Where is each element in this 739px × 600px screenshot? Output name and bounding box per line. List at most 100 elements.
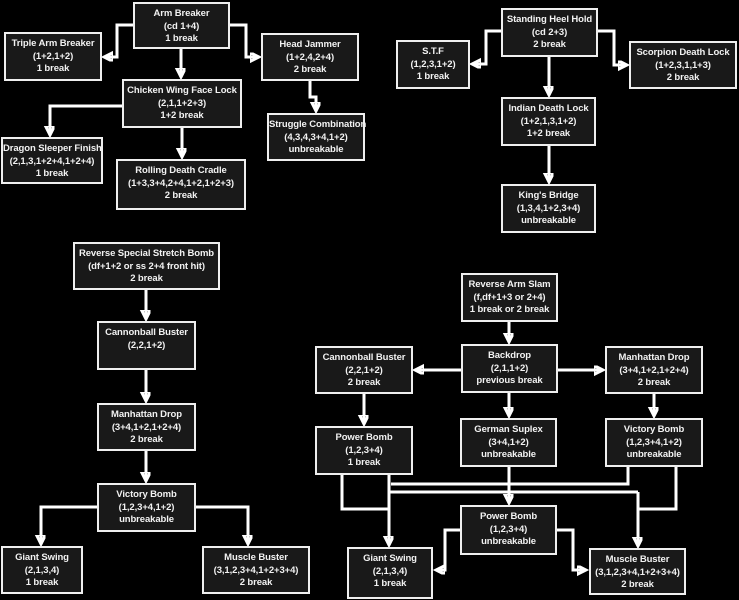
node-cannonball-buster-b: Cannonball Buster(2,2,1+2)2 break [315,346,413,394]
node-muscle-buster-a-command: (3,1,2,3+4,1+2+3+4) [213,564,299,576]
node-standing-heel-hold-move-name: Standing Heel Hold [506,14,593,25]
node-kings-bridge-move-name: King's Bridge [518,190,579,201]
node-triple-arm-breaker-break-text: 1 break [36,63,70,74]
node-power-bomb-1-move-name: Power Bomb [335,432,393,443]
node-cannonball-buster-a-command: (2,2,1+2) [127,339,166,351]
connector-head-jammer-to-struggle-combination [308,81,316,110]
connector-power-bomb-2-to-muscle-buster-b [557,528,585,570]
node-giant-swing-a-move-name: Giant Swing [15,552,69,563]
node-victory-bomb-b-move-name: Victory Bomb [623,424,685,435]
node-muscle-buster-a-break-text: 2 break [239,577,273,588]
node-giant-swing-b-command: (2,1,3,4) [372,565,408,577]
node-indian-death-lock-command: (1+2,1,3,1+2) [520,115,577,127]
node-power-bomb-1-break-text: 1 break [347,457,381,468]
node-german-suplex-move-name: German Suplex [474,424,543,435]
node-reverse-special-stretch-bomb: Reverse Special Stretch Bomb(df+1+2 or s… [73,242,220,290]
connector-arm-breaker-to-triple-arm-breaker [105,23,133,57]
node-manhattan-drop-a-move-name: Manhattan Drop [111,409,182,420]
node-muscle-buster-b-break-text: 2 break [621,579,654,590]
node-rolling-death-cradle-command: (1+3,3+4,2+4,1+2,1+2+3) [128,177,234,189]
node-dragon-sleeper-finish-command: (2,1,3,1+2+4,1+2+4) [9,155,95,167]
node-manhattan-drop-b-break-text: 2 break [637,377,671,388]
node-muscle-buster-b-command: (3,1,2,3+4,1+2+3+4) [595,566,680,578]
node-german-suplex: German Suplex(3+4,1+2)unbreakable [460,418,557,467]
node-dragon-sleeper-finish-break-text: 1 break [35,168,69,179]
node-giant-swing-b-move-name: Giant Swing [363,553,417,564]
node-cannonball-buster-b-break-text: 2 break [347,377,381,388]
node-manhattan-drop-a-command: (3+4,1+2,1+2+4) [111,421,182,433]
node-struggle-combination-break-text: unbreakable [288,144,344,155]
node-cannonball-buster-b-command: (2,2,1+2) [345,364,383,376]
node-triple-arm-breaker-move-name: Triple Arm Breaker [11,38,95,49]
node-arm-breaker-move-name: Arm Breaker [153,8,210,19]
node-victory-bomb-b-break-text: unbreakable [626,449,682,460]
node-manhattan-drop-b-move-name: Manhattan Drop [618,352,690,363]
node-stf-move-name: S.T.F [422,46,444,57]
node-power-bomb-2-break-text: unbreakable [481,536,536,547]
node-indian-death-lock: Indian Death Lock(1+2,1,3,1+2)1+2 break [501,97,596,146]
node-reverse-special-stretch-bomb-command: (df+1+2 or ss 2+4 front hit) [88,260,205,272]
node-head-jammer: Head Jammer(1+2,4,2+4)2 break [261,33,359,81]
node-muscle-buster-a: Muscle Buster(3,1,2,3+4,1+2+3+4)2 break [202,546,310,594]
node-victory-bomb-b: Victory Bomb(1,2,3+4,1+2)unbreakable [605,418,703,467]
connector-standing-heel-hold-to-stf [473,29,501,64]
node-standing-heel-hold: Standing Heel Hold(cd 2+3)2 break [501,8,598,57]
node-reverse-arm-slam: Reverse Arm Slam(f,df+1+3 or 2+4)1 break… [461,273,558,322]
node-cannonball-buster-a: Cannonball Buster(2,2,1+2) [97,321,196,370]
node-triple-arm-breaker: Triple Arm Breaker(1+2,1+2)1 break [4,32,102,81]
node-scorpion-death-lock-move-name: Scorpion Death Lock [636,47,730,58]
node-power-bomb-1: Power Bomb(1,2,3+4)1 break [315,426,413,475]
node-kings-bridge-command: (1,3,4,1+2,3+4) [516,202,581,214]
node-reverse-arm-slam-break-text: 1 break or 2 break [469,304,550,315]
node-dragon-sleeper-finish-move-name: Dragon Sleeper Finish [3,143,102,154]
node-backdrop-command: (2,1,1+2) [490,362,529,374]
node-power-bomb-2-command: (1,2,3+4) [489,523,528,535]
node-chicken-wing-face-lock-command: (2,1,1+2+3) [157,97,207,109]
node-head-jammer-move-name: Head Jammer [279,39,341,50]
node-rolling-death-cradle-move-name: Rolling Death Cradle [135,165,227,176]
node-muscle-buster-a-move-name: Muscle Buster [224,552,288,563]
node-victory-bomb-a: Victory Bomb(1,2,3+4,1+2)unbreakable [97,483,196,532]
node-chicken-wing-face-lock: Chicken Wing Face Lock(2,1,1+2+3)1+2 bre… [122,79,242,128]
node-reverse-special-stretch-bomb-break-text: 2 break [130,273,163,284]
connector-power-bomb-2-to-giant-swing-b [437,528,460,570]
node-head-jammer-break-text: 2 break [293,64,327,75]
node-arm-breaker-break-text: 1 break [165,33,198,44]
node-struggle-combination: Struggle Combination(4,3,4,3+4,1+2)unbre… [267,113,366,161]
node-indian-death-lock-break-text: 1+2 break [526,128,571,139]
node-head-jammer-command: (1+2,4,2+4) [285,51,335,63]
node-muscle-buster-b-move-name: Muscle Buster [605,554,670,565]
node-german-suplex-command: (3+4,1+2) [488,436,529,448]
node-reverse-arm-slam-command: (f,df+1+3 or 2+4) [473,291,546,303]
node-scorpion-death-lock: Scorpion Death Lock(1+2,3,1,1+3)2 break [629,41,737,89]
connector-victory-bomb-b-to-giant-swing-b-join [391,467,630,486]
node-victory-bomb-a-break-text: unbreakable [119,514,174,525]
node-manhattan-drop-a-break-text: 2 break [130,434,163,445]
node-manhattan-drop-b-command: (3+4,1+2,1+2+4) [619,364,689,376]
node-stf-break-text: 1 break [416,71,450,82]
node-victory-bomb-a-move-name: Victory Bomb [116,489,177,500]
node-rolling-death-cradle: Rolling Death Cradle(1+3,3+4,2+4,1+2,1+2… [116,159,246,210]
node-backdrop: Backdrop(2,1,1+2)previous break [461,344,558,393]
node-muscle-buster-b: Muscle Buster(3,1,2,3+4,1+2+3+4)2 break [589,548,686,595]
node-power-bomb-1-command: (1,2,3+4) [345,444,383,456]
node-reverse-arm-slam-move-name: Reverse Arm Slam [468,279,551,290]
connector-victory-bomb-b-to-muscle-buster-b-join [638,467,678,511]
node-victory-bomb-a-command: (1,2,3+4,1+2) [118,501,175,513]
node-power-bomb-2-move-name: Power Bomb [479,511,538,522]
node-kings-bridge: King's Bridge(1,3,4,1+2,3+4)unbreakable [501,184,596,233]
node-reverse-special-stretch-bomb-move-name: Reverse Special Stretch Bomb [78,248,214,259]
node-giant-swing-a: Giant Swing(2,1,3,4)1 break [1,546,83,594]
node-chicken-wing-face-lock-break-text: 1+2 break [160,110,204,121]
node-stf-command: (1,2,3,1+2) [410,58,456,70]
connector-victory-bomb-a-to-giant-swing-a [41,505,97,543]
node-standing-heel-hold-command: (cd 2+3) [531,26,568,38]
node-rolling-death-cradle-break-text: 2 break [164,190,198,201]
node-german-suplex-break-text: unbreakable [481,449,536,460]
node-dragon-sleeper-finish: Dragon Sleeper Finish(2,1,3,1+2+4,1+2+4)… [1,137,103,184]
node-manhattan-drop-b: Manhattan Drop(3+4,1+2,1+2+4)2 break [605,346,703,394]
connector-victory-bomb-a-to-muscle-buster-a [196,505,248,543]
node-standing-heel-hold-break-text: 2 break [533,39,566,50]
